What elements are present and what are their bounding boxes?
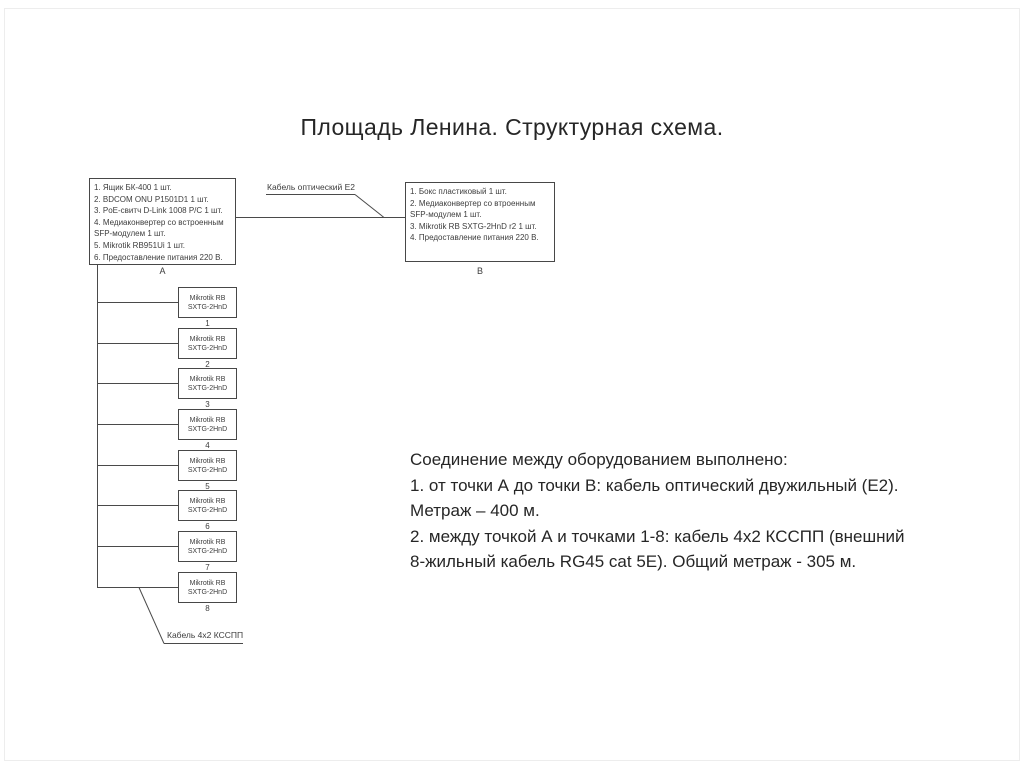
equipment-item: 4. Медиаконвертер со встроенным SFP-моду… — [94, 217, 224, 239]
ap-box-label-line1: Mikrotik RB — [189, 294, 226, 302]
equipment-item: 3. PoE-свитч D-Link 1008 P/C 1 шт. — [94, 206, 223, 216]
notes-block: Соединение между оборудованием выполнено… — [410, 447, 970, 575]
ap-box-label-line2: SXTG-2HnD — [187, 547, 228, 555]
ap-number: 6 — [205, 522, 210, 531]
ap-box-label-line1: Mikrotik RB — [189, 335, 226, 343]
ap-box-label-line2: SXTG-2HnD — [187, 425, 228, 433]
ap-node-1: Mikrotik RB SXTG-2HnD 1 — [178, 287, 237, 328]
ap-box-label-line2: SXTG-2HnD — [187, 466, 228, 474]
ap-box: Mikrotik RB SXTG-2HnD — [178, 368, 237, 399]
notes-line: Соединение между оборудованием выполнено… — [410, 450, 788, 469]
ap-box: Mikrotik RB SXTG-2HnD — [178, 490, 237, 521]
notes-line: 2. между точкой А и точками 1-8: кабель … — [410, 526, 905, 546]
ap-box-label-line1: Mikrotik RB — [189, 375, 226, 383]
equipment-item: 1. Ящик БК-400 1 шт. — [94, 183, 172, 192]
notes-line: 8-жильный кабель RG45 cat 5E). Общий мет… — [410, 552, 857, 571]
ap-box-label-line1: Mikrotik RB — [189, 416, 226, 424]
ap-box-label-line1: Mikrotik RB — [189, 538, 226, 546]
ap-box: Mikrotik RB SXTG-2HnD — [178, 531, 237, 562]
ap-box: Mikrotik RB SXTG-2HnD — [178, 409, 237, 440]
ap-box-label-line2: SXTG-2HnD — [187, 303, 228, 311]
ap-box-label-line1: Mikrotik RB — [189, 579, 226, 587]
equipment-item: 2. Медиаконвертер со втроенным SFP-модул… — [410, 198, 536, 220]
ap-box-label-line2: SXTG-2HnD — [187, 344, 228, 352]
ap-node-3: Mikrotik RB SXTG-2HnD 3 — [178, 368, 237, 409]
ap-box-label-line1: Mikrotik RB — [189, 457, 226, 465]
ap-number: 3 — [205, 400, 210, 409]
ap-box: Mikrotik RB SXTG-2HnD — [178, 450, 237, 481]
ap-number: 8 — [205, 604, 210, 613]
ap-box: Mikrotik RB SXTG-2HnD — [178, 572, 237, 603]
ap-box-label-line2: SXTG-2HnD — [187, 384, 228, 392]
ap-number: 2 — [205, 360, 210, 369]
ap-node-7: Mikrotik RB SXTG-2HnD 7 — [178, 531, 237, 572]
node-b-label: В — [476, 266, 483, 276]
equipment-item: 5. Mikrotik RB951Ui 1 шт. — [94, 240, 185, 250]
ap-node-8: Mikrotik RB SXTG-2HnD 8 — [178, 572, 237, 613]
kcc-leader-line — [138, 587, 165, 644]
ap-number: 7 — [205, 563, 210, 572]
ap-box: Mikrotik RB SXTG-2HnD — [178, 287, 237, 318]
notes-line: Метраж – 400 м. — [410, 501, 540, 520]
equipment-item: 3. Mikrotik RB SXTG-2HnD r2 1 шт. — [410, 221, 537, 231]
diagram-title: Площадь Ленина. Структурная схема. — [300, 114, 724, 140]
kcc-cable-label: Кабель 4х2 КССПП — [167, 630, 244, 640]
ap-number: 1 — [205, 319, 210, 328]
optic-leader-line — [354, 194, 385, 218]
ap-box-label-line2: SXTG-2HnD — [187, 588, 228, 596]
ap-node-6: Mikrotik RB SXTG-2HnD 6 — [178, 490, 237, 531]
node-a-label: А — [159, 266, 166, 276]
ap-node-4: Mikrotik RB SXTG-2HnD 4 — [178, 409, 237, 450]
node-b-equipment-box: 1. Бокс пластиковый 1 шт. 2. Медиаконвер… — [405, 182, 555, 262]
equipment-item: 6. Предоставление питания 220 В. — [94, 252, 223, 262]
node-a-equipment-box: 1. Ящик БК-400 1 шт. 2. BDCOM ONU P1501D… — [89, 178, 236, 265]
ap-box-label-line1: Mikrotik RB — [189, 497, 226, 505]
ap-node-2: Mikrotik RB SXTG-2HnD 2 — [178, 328, 237, 369]
notes-line: 1. от точки А до точки В: кабель оптичес… — [410, 475, 899, 495]
ap-number: 4 — [205, 441, 210, 450]
equipment-item: 1. Бокс пластиковый 1 шт. — [410, 187, 507, 196]
equipment-item: 2. BDCOM ONU P1501D1 1 шт. — [94, 194, 209, 204]
ap-box: Mikrotik RB SXTG-2HnD — [178, 328, 237, 359]
ap-node-5: Mikrotik RB SXTG-2HnD 5 — [178, 450, 237, 491]
optic-cable-label: Кабель оптический Е2 — [267, 182, 355, 192]
ap-box-label-line2: SXTG-2HnD — [187, 506, 228, 514]
equipment-item: 4. Предоставление питания 220 В. — [410, 233, 539, 243]
ap-number: 5 — [205, 482, 210, 491]
